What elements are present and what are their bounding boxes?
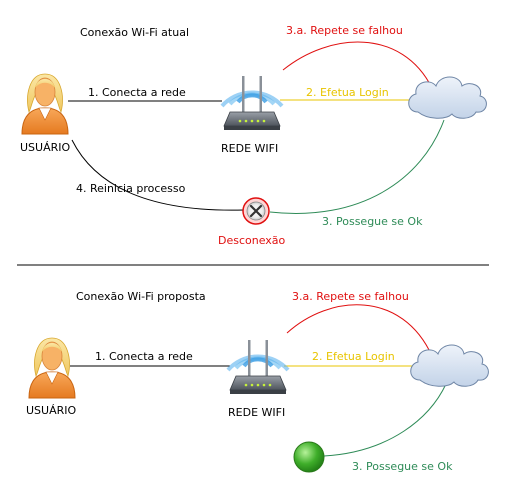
top-router-label: REDE WIFI bbox=[221, 142, 278, 155]
bottom-router-node: REDE WIFI bbox=[226, 338, 290, 419]
user-icon bbox=[28, 337, 76, 399]
user-icon bbox=[21, 73, 69, 135]
bottom-proceed-curve bbox=[323, 383, 447, 457]
success-icon bbox=[293, 441, 325, 473]
disconnect-icon bbox=[242, 197, 270, 225]
bottom-title: Conexão Wi-Fi proposta bbox=[76, 290, 206, 303]
top-proceed-curve bbox=[269, 119, 445, 214]
bottom-user-node: USUÁRIO bbox=[26, 337, 76, 417]
disconnect-label: Desconexão bbox=[218, 234, 286, 247]
bottom-step3-label: 3. Possegue se Ok bbox=[352, 460, 453, 473]
bottom-user-label: USUÁRIO bbox=[26, 404, 76, 417]
wifi-router-icon bbox=[226, 338, 290, 396]
bottom-step3a-label: 3.a. Repete se falhou bbox=[292, 290, 409, 303]
bottom-router-label: REDE WIFI bbox=[228, 406, 285, 419]
top-step3a-label: 3.a. Repete se falhou bbox=[286, 24, 403, 37]
cloud-icon bbox=[410, 344, 489, 387]
wifi-router-icon bbox=[220, 74, 284, 132]
top-step1-label: 1. Conecta a rede bbox=[88, 86, 186, 99]
top-title: Conexão Wi-Fi atual bbox=[80, 26, 189, 39]
top-user-node: USUÁRIO bbox=[20, 73, 70, 154]
disconnect-node: Desconexão bbox=[218, 197, 286, 247]
bottom-retry-curve bbox=[286, 304, 433, 357]
top-user-label: USUÁRIO bbox=[20, 141, 70, 154]
top-retry-curve bbox=[282, 41, 433, 89]
bottom-section: Conexão Wi-Fi proposta 1. Conecta a rede… bbox=[26, 290, 489, 473]
top-router-node: REDE WIFI bbox=[220, 74, 284, 155]
top-step4-label: 4. Reinicia processo bbox=[76, 182, 186, 195]
bottom-step1-label: 1. Conecta a rede bbox=[95, 350, 193, 363]
top-section: Conexão Wi-Fi atual 1. Conecta a rede 2.… bbox=[20, 24, 487, 247]
cloud-icon bbox=[408, 76, 487, 119]
bottom-step2-label: 2. Efetua Login bbox=[312, 350, 395, 363]
top-step3-label: 3. Possegue se Ok bbox=[322, 215, 423, 228]
top-step2-label: 2. Efetua Login bbox=[306, 86, 389, 99]
top-restart-curve bbox=[71, 139, 245, 211]
